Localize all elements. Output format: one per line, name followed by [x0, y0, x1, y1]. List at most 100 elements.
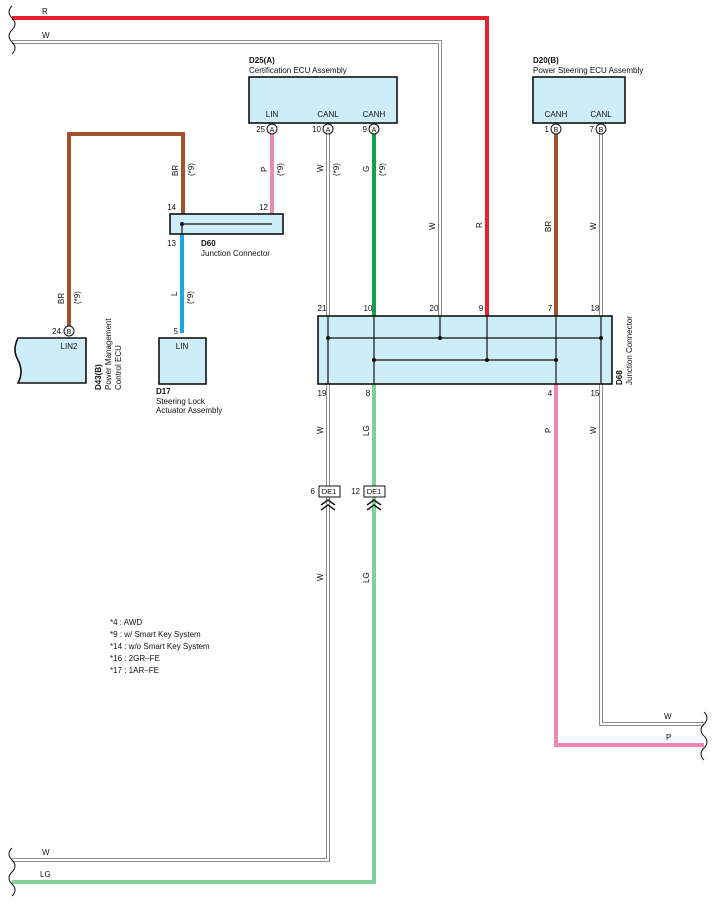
d25-conn-a-9-letter: A [372, 127, 377, 134]
break-mark-bottom-left [8, 847, 16, 897]
note-awd: *4 : AWD [110, 618, 142, 627]
d25-conn-a-10 [322, 123, 334, 135]
d20-name: Power Steering ECU Assembly [533, 66, 643, 75]
wire-w-d68-15 [599, 384, 704, 726]
note-no-smart-key: *14 : w/o Smart Key System [110, 642, 210, 651]
wire-w-d68-15-inner [600, 384, 704, 725]
d68-pin-18: 18 [591, 304, 600, 313]
wire-w-d68-19 [12, 384, 330, 862]
d25-pin-lin: LIN [266, 110, 279, 119]
d68-box [317, 315, 613, 385]
d68-pin-15: 15 [591, 389, 600, 398]
label-w-d20: W [589, 222, 598, 230]
label-p-4: P [544, 428, 553, 433]
label-lg-bottom: LG [40, 870, 51, 879]
d60-pin-13: 13 [167, 239, 176, 248]
label-lg-8: LG [362, 425, 371, 436]
notes-legend: *4 : AWD *9 : w/ Smart Key System *14 : … [110, 618, 210, 675]
wire-w-top-inner [12, 41, 441, 316]
label-l-d17: L [170, 291, 179, 296]
d17-code: D17 [156, 387, 171, 396]
label-r-mid: R [475, 222, 484, 228]
d20-conn-b-7-letter: B [599, 127, 604, 134]
de1-left-box [318, 485, 341, 498]
label-g-d25-note: (*9) [378, 163, 387, 176]
d60-junction-dot [180, 222, 184, 226]
wire-br-d43-d60 [67, 132, 185, 326]
d20-pin-num-1: 1 [545, 125, 550, 134]
d25-pin-num-9: 9 [363, 125, 368, 134]
label-w-19: W [316, 426, 325, 434]
wire-lg-d68-8 [12, 384, 376, 884]
label-w-bottom: W [42, 848, 50, 857]
label-p-right: P [666, 733, 671, 742]
wire-p-d68-4 [554, 384, 704, 747]
d43-box [14, 337, 87, 384]
d60-name: Junction Connector [201, 249, 270, 258]
d20-pin-canl: CANL [590, 110, 612, 119]
label-l-d17-note: (*9) [186, 291, 195, 304]
label-w-15: W [589, 426, 598, 434]
label-br-d60-note: (*9) [187, 163, 196, 176]
label-g-d25: G [362, 166, 371, 172]
label-top-r: R [42, 7, 48, 16]
d43-code: D43(B) [94, 364, 103, 390]
note-2gr-fe: *16 : 2GR–FE [110, 654, 160, 663]
d68-dot-7 [554, 358, 558, 362]
d43-conn-b [63, 325, 75, 337]
label-w-low: W [316, 573, 325, 581]
d43-conn-b-letter: B [67, 329, 72, 336]
d60-code: D60 [201, 239, 216, 248]
label-w-d25-note: (*9) [332, 163, 341, 176]
d25-pin-canh: CANH [363, 110, 386, 119]
d20-conn-b-7 [595, 123, 607, 135]
d68-pin-8: 8 [366, 389, 371, 398]
label-w-mid: W [428, 222, 437, 230]
d20-code: D20(B) [533, 56, 559, 65]
wire-w-d68-19-inner [12, 384, 329, 861]
d20-pin-num-7: 7 [590, 125, 595, 134]
d43-name-2: Control ECU [114, 345, 123, 390]
label-w-right: W [664, 712, 672, 721]
d20-pin-canh: CANH [545, 110, 568, 119]
d68-name: Junction Connector [625, 316, 634, 385]
d17-name-1: Steering Lock [156, 397, 206, 406]
d68-pin-10: 10 [364, 304, 373, 313]
de1-left-pin: 6 [311, 487, 316, 496]
d68-dot-18 [599, 336, 603, 340]
label-br-d60: BR [171, 165, 180, 176]
note-1ar-fe: *17 : 1AR–FE [110, 666, 159, 675]
d25-conn-a-9 [368, 123, 380, 135]
label-w-d25: W [316, 164, 325, 172]
d17-box [158, 337, 207, 385]
d17-pin-num: 5 [174, 327, 179, 336]
label-p-d25-note: (*9) [276, 163, 285, 176]
d68-dot-20 [438, 336, 442, 340]
d25-conn-a-25 [266, 123, 278, 135]
d25-pin-canl: CANL [317, 110, 339, 119]
d17-pin-lin: LIN [176, 342, 189, 351]
d25-conn-a-25-letter: A [270, 127, 275, 134]
d60-pin-14: 14 [167, 203, 176, 212]
de1-right-chevron-icon [366, 499, 382, 511]
de1-right-code: DE1 [367, 487, 382, 496]
de1-left-chevron-icon [320, 499, 336, 511]
break-mark-top-left [8, 5, 16, 55]
break-mark-right [700, 711, 708, 761]
label-p-d25: P [260, 167, 269, 172]
note-smart-key: *9 : w/ Smart Key System [110, 630, 201, 639]
d60-pin-12: 12 [259, 203, 268, 212]
wire-r [12, 16, 489, 316]
d68-code: D68 [615, 370, 624, 385]
d68-pin-9: 9 [479, 304, 484, 313]
d43-name-1: Power Management [104, 318, 113, 390]
d20-box [532, 76, 626, 124]
d68-pin-4: 4 [548, 389, 553, 398]
d68-pin-20: 20 [430, 304, 439, 313]
d68-pin-7: 7 [548, 304, 553, 313]
d68-pin-21: 21 [318, 304, 327, 313]
d25-pin-num-25: 25 [256, 125, 265, 134]
d68-dot-10 [372, 358, 376, 362]
label-br-d43-note: (*9) [73, 291, 82, 304]
